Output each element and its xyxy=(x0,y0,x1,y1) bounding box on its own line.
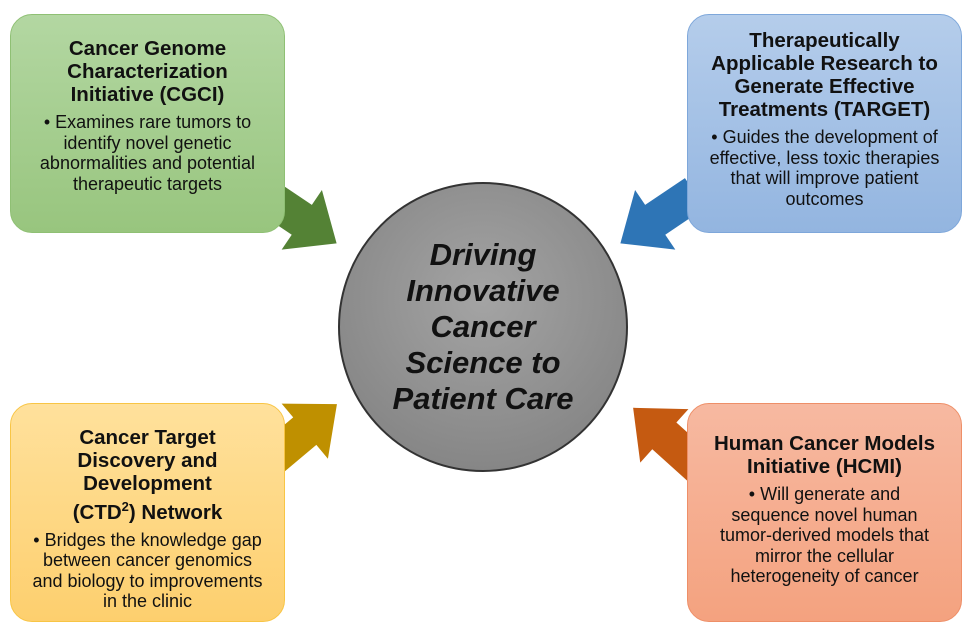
cgci-description: • Examines rare tumors to identify novel… xyxy=(39,112,256,194)
hcmi-description: • Will generate and sequence novel human… xyxy=(719,484,930,586)
target-box: Therapeutically Applicable Research to G… xyxy=(687,14,962,233)
center-line: Driving xyxy=(429,237,537,272)
center-line: Innovative xyxy=(406,273,560,308)
ctd2-box: Cancer Target Discovery and Development … xyxy=(10,403,285,622)
center-title: Driving Innovative Cancer Science to Pat… xyxy=(393,237,574,417)
ctd2-description: • Bridges the knowledge gap between canc… xyxy=(32,529,263,612)
ctd2-title: Cancer Target Discovery and Development … xyxy=(21,426,274,524)
target-description: • Guides the development of effective, l… xyxy=(709,127,940,209)
hcmi-box: Human Cancer Models Initiative (HCMI) • … xyxy=(687,403,962,622)
cgci-box: Cancer Genome Characterization Initiativ… xyxy=(10,14,285,233)
center-line: Cancer xyxy=(430,309,536,344)
center-line: Science to xyxy=(405,345,561,380)
ctd2-superscript: 2 xyxy=(121,499,129,514)
ctd2-title-text: Cancer Target Discovery and Development … xyxy=(72,426,218,524)
blue-arrow-icon xyxy=(620,178,706,250)
cgci-title: Cancer Genome Characterization Initiativ… xyxy=(67,37,228,106)
center-line: Patient Care xyxy=(392,381,574,416)
hcmi-title: Human Cancer Models Initiative (HCMI) xyxy=(714,432,935,478)
ctd2-title-suffix: ) Network xyxy=(128,500,223,524)
center-circle: Driving Innovative Cancer Science to Pat… xyxy=(338,182,628,472)
target-title: Therapeutically Applicable Research to G… xyxy=(711,29,938,121)
